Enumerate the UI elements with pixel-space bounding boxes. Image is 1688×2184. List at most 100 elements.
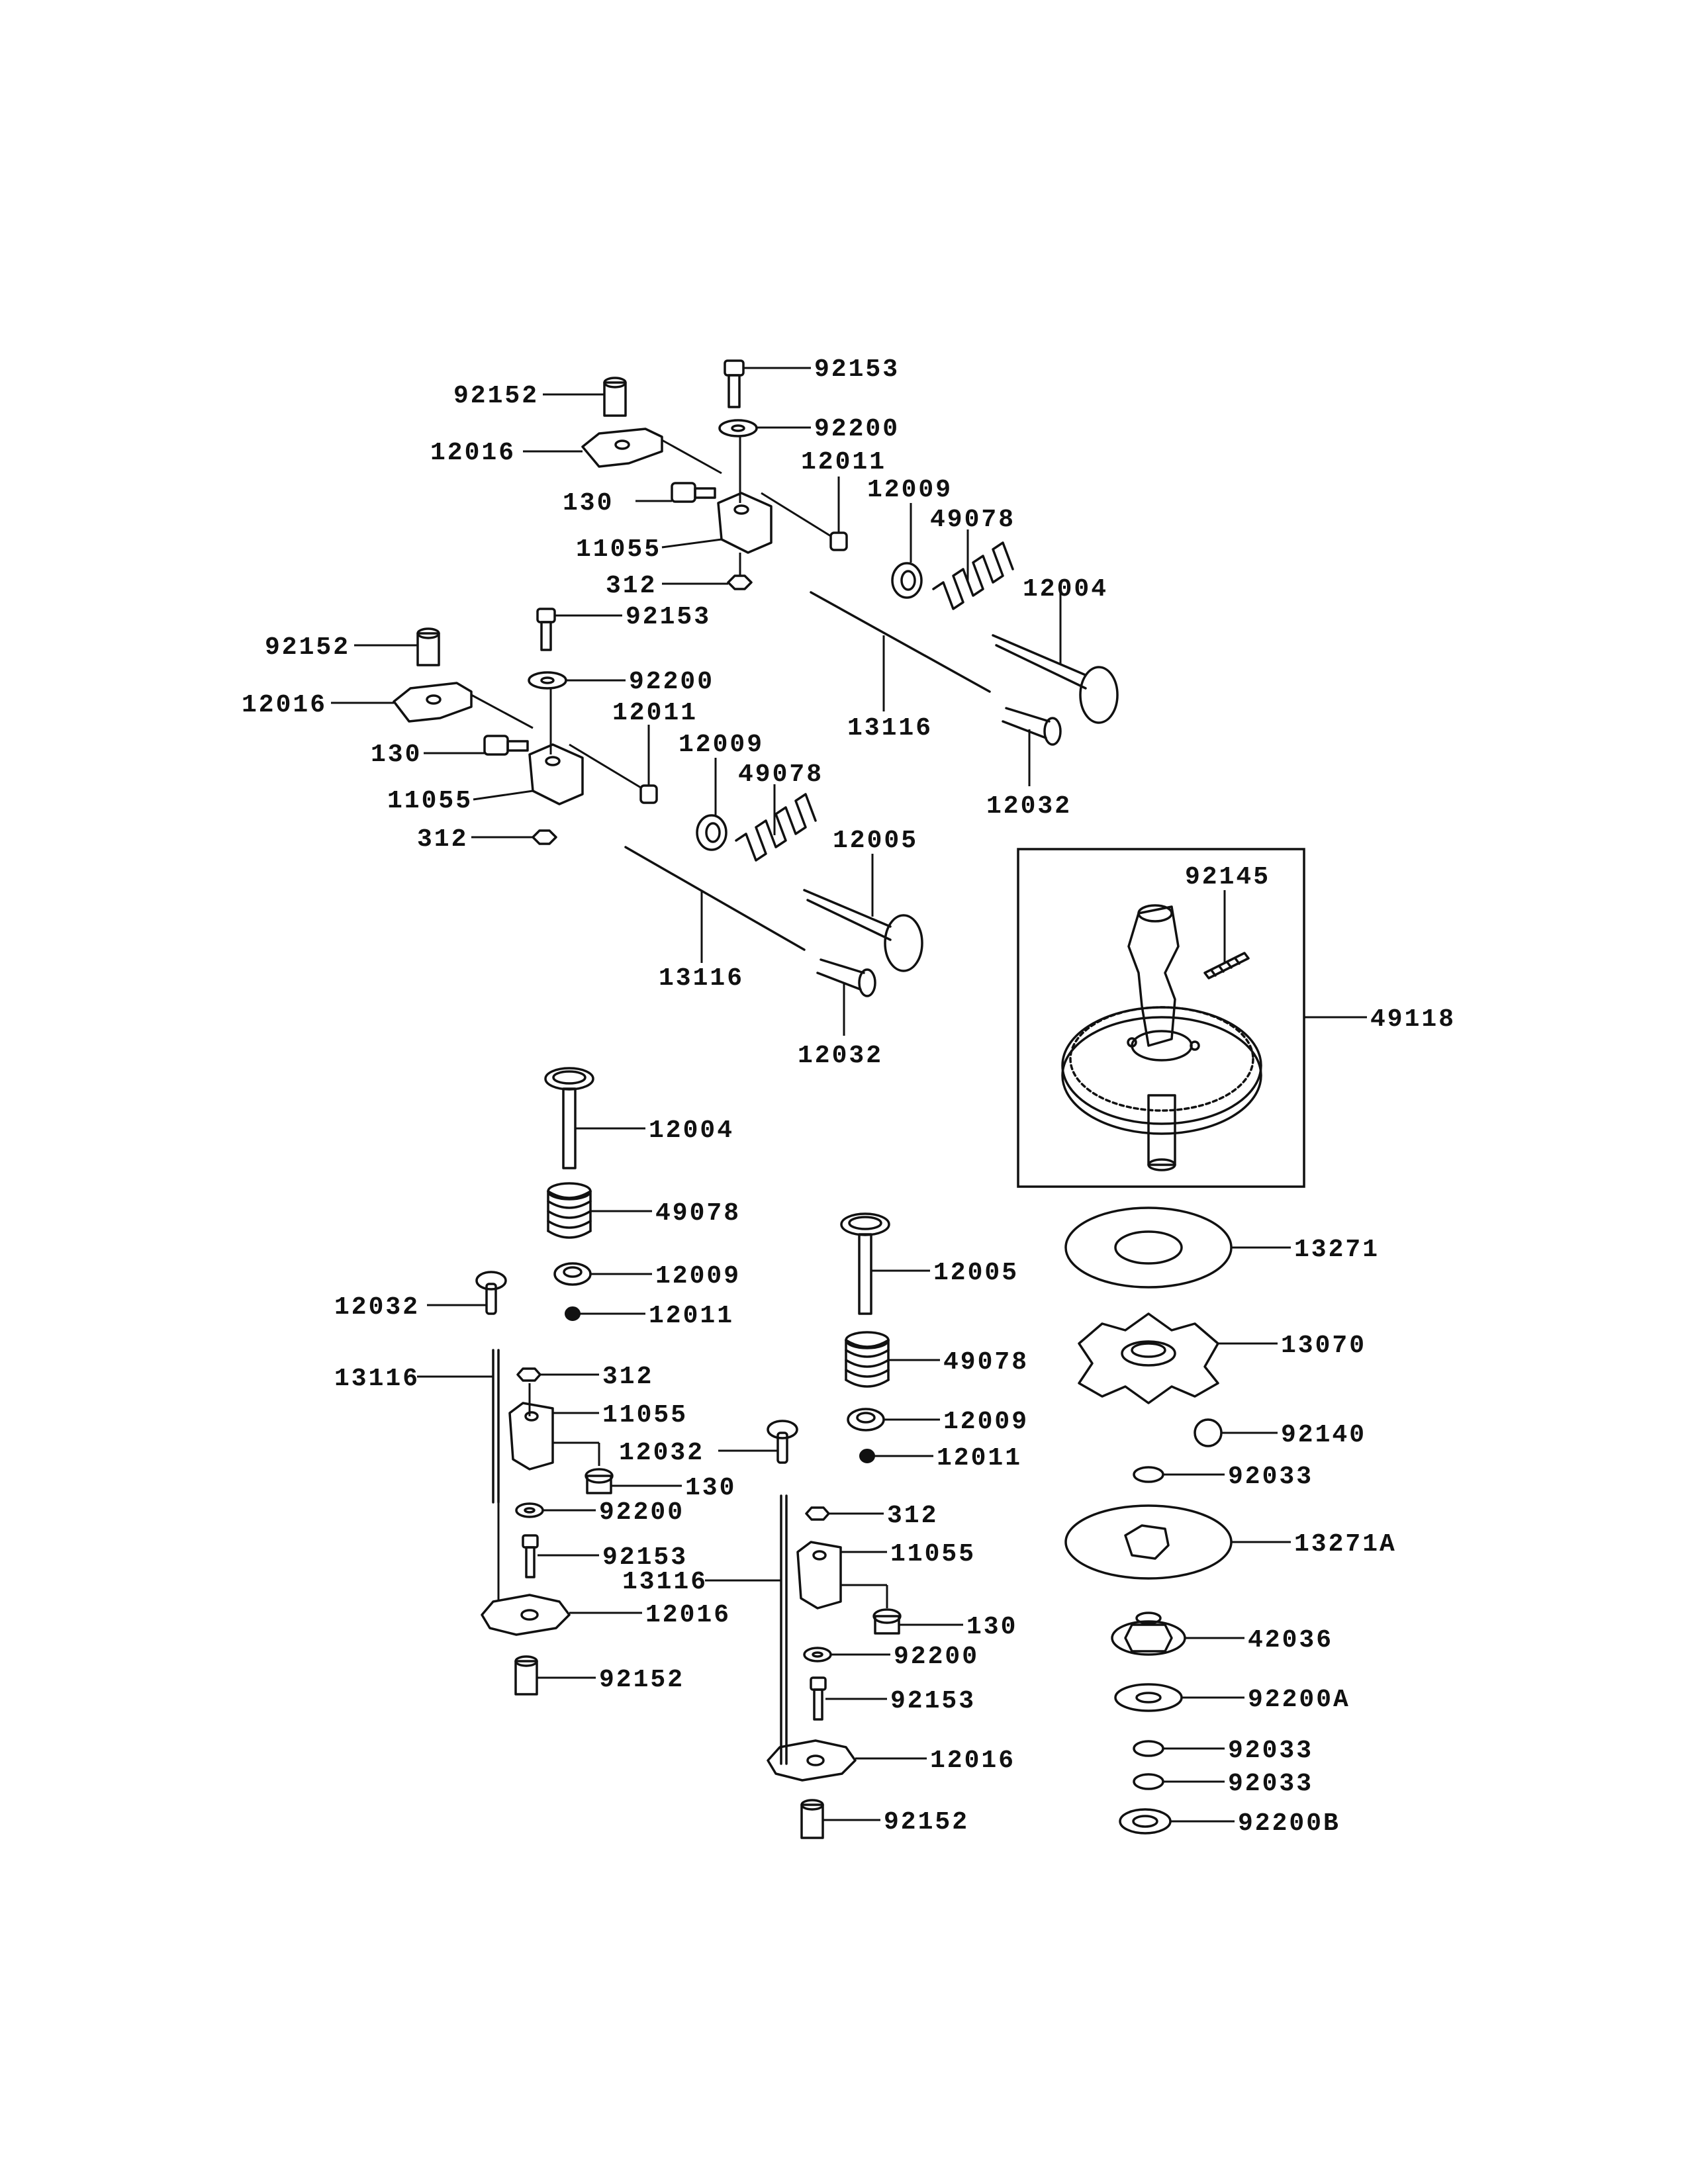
rocker-bracket-part	[796, 1541, 888, 1610]
valve-spring-part	[845, 1331, 940, 1388]
part-label: 12005	[933, 1259, 1019, 1287]
part-label: 92140	[1281, 1421, 1366, 1449]
part-label: 12011	[612, 699, 698, 727]
tappet-part	[1002, 707, 1062, 786]
steel-ball-part	[1194, 1418, 1278, 1447]
rocker-arm-part	[481, 1594, 642, 1636]
part-label: 92153	[814, 355, 900, 384]
hex-nut-part	[662, 553, 753, 590]
bracket-bolt-part	[872, 1608, 963, 1635]
push-rod-part	[417, 1349, 500, 1602]
valve-spring-part	[932, 529, 1014, 610]
washer-part	[515, 1502, 596, 1518]
part-label: 13271A	[1294, 1530, 1397, 1559]
part-label: 12005	[833, 827, 918, 855]
rocker-stud-bolt-part	[810, 1676, 887, 1721]
part-label: 130	[371, 741, 422, 769]
part-label: 92200	[814, 415, 900, 443]
valve-cap-part	[859, 1449, 933, 1463]
tappet-part	[718, 1420, 798, 1464]
part-label: 92153	[602, 1543, 688, 1572]
rocker-arm-part	[331, 682, 534, 729]
part-label: 92153	[890, 1687, 976, 1715]
part-label: 12016	[645, 1601, 731, 1629]
pivot-sleeve-part	[800, 1799, 880, 1839]
pivot-sleeve-part	[354, 627, 440, 666]
part-number-labels: 92153 92152 92200 12016 12011 12009 130 …	[242, 355, 1456, 1838]
bracket-bolt-part	[585, 1468, 682, 1494]
part-label: 92033	[1228, 1463, 1313, 1491]
valve-seal-part	[553, 1262, 652, 1286]
part-label: 92200	[599, 1498, 684, 1527]
exhaust-valve-part	[992, 589, 1119, 724]
washer-part	[1114, 1683, 1244, 1712]
part-label: 49078	[738, 760, 823, 789]
part-label: 92152	[265, 633, 350, 662]
part-label: 49078	[943, 1348, 1029, 1377]
part-label: 11055	[890, 1540, 976, 1569]
part-label: 49078	[930, 506, 1015, 534]
rocker-stud-bolt-part	[724, 359, 811, 408]
part-label: 13070	[1281, 1332, 1366, 1360]
part-label: 12016	[930, 1747, 1015, 1775]
push-rod-part	[705, 1494, 788, 1765]
weight-holder-disc-part	[1064, 1206, 1291, 1289]
part-label: 130	[563, 489, 614, 518]
valve-seal-part	[891, 503, 923, 599]
part-label: 12009	[679, 731, 764, 759]
part-label: 92200B	[1238, 1809, 1340, 1838]
part-label: 12016	[430, 439, 516, 467]
valve-seal-part	[847, 1408, 940, 1432]
part-label: 42036	[1248, 1626, 1333, 1655]
rocker-bracket-part	[508, 1383, 600, 1471]
valve-cap-part	[569, 725, 658, 804]
part-label: 12032	[619, 1439, 704, 1467]
part-label: 92033	[1228, 1770, 1313, 1798]
rocker-bracket-part	[661, 437, 773, 554]
part-label: 12009	[943, 1408, 1029, 1436]
rocker-assembly-upper	[523, 359, 1119, 786]
part-label: 92200	[629, 668, 714, 696]
part-label: 312	[606, 572, 657, 600]
part-label: 92152	[453, 382, 539, 410]
part-label: 13116	[659, 964, 744, 993]
valve-stack-lower-middle	[705, 1212, 963, 1839]
washer-part	[718, 419, 811, 437]
part-label: 92200A	[1248, 1686, 1350, 1714]
valve-stack-lower-left	[417, 1067, 682, 1696]
part-label: 13116	[334, 1365, 420, 1393]
push-rod-part	[810, 591, 991, 711]
camshaft-assembly-box	[1017, 848, 1367, 1188]
part-label: 49078	[655, 1199, 741, 1228]
bracket-bolt-part	[424, 735, 529, 756]
valve-spring-part	[547, 1182, 652, 1239]
snap-ring-part	[1133, 1740, 1225, 1757]
part-label: 312	[602, 1363, 653, 1391]
part-label: 12032	[798, 1042, 883, 1070]
governor-gear-part	[1078, 1312, 1278, 1404]
part-label: 12011	[649, 1302, 734, 1330]
hex-nut-part	[516, 1367, 599, 1382]
part-label: 49118	[1370, 1005, 1456, 1034]
part-label: 12032	[334, 1293, 420, 1322]
washer-part	[803, 1647, 890, 1662]
exhaust-valve-part	[544, 1067, 645, 1169]
hex-nut-part	[471, 829, 557, 845]
rocker-assembly-middle	[331, 608, 923, 1036]
rocker-arm-part	[767, 1739, 927, 1782]
part-label: 12011	[937, 1444, 1022, 1473]
valve-spring-part	[735, 784, 817, 862]
intake-valve-part	[803, 854, 923, 972]
part-label: 12004	[1023, 575, 1108, 604]
sleeve-part	[1111, 1612, 1244, 1656]
valve-cap-part	[565, 1306, 645, 1321]
washer-part	[1119, 1808, 1235, 1835]
part-label: 12004	[649, 1116, 734, 1145]
part-label: 11055	[602, 1401, 688, 1430]
part-label: 12016	[242, 691, 327, 719]
part-label: 92152	[599, 1666, 684, 1694]
part-label: 92033	[1228, 1737, 1313, 1765]
snap-ring-part	[1133, 1773, 1225, 1790]
part-label: 130	[966, 1613, 1017, 1641]
